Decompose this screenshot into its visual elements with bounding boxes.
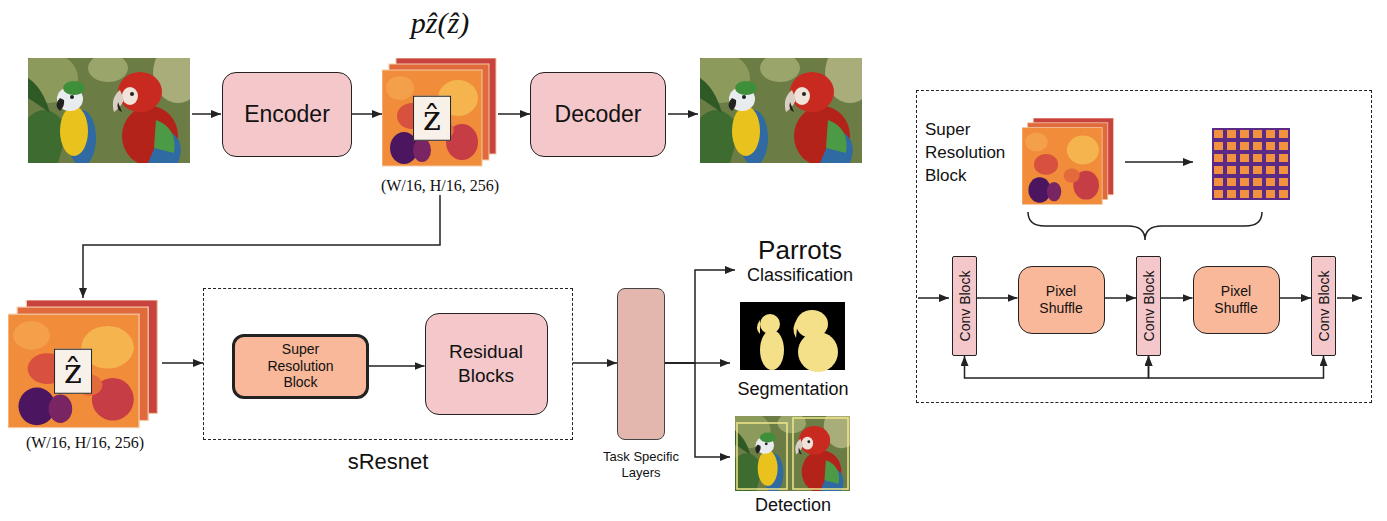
flow-arrow — [1125, 161, 1193, 163]
block-label: Residual Blocks — [438, 340, 535, 388]
segmentation-mask — [740, 302, 845, 372]
flow-connector — [498, 113, 530, 115]
segmentation-mask — [757, 320, 760, 334]
flow-connector — [83, 195, 440, 298]
block-label: Encoder — [244, 101, 330, 128]
detection-image — [737, 423, 787, 489]
flow-connector — [965, 356, 1149, 378]
detection-image — [728, 405, 859, 493]
conv-block: Conv Block — [952, 256, 977, 356]
latent-tensor: ẑ (W/16, H/16, 256) — [382, 55, 498, 195]
flow-connector — [352, 113, 382, 115]
flow-connector — [1280, 297, 1312, 299]
output-item: Detection — [730, 414, 856, 516]
flow-connector — [665, 270, 735, 363]
block-label: Pixel Shuffle — [1029, 283, 1094, 318]
output-label: Classification — [747, 265, 853, 286]
flow-arrow — [1337, 297, 1362, 299]
segmentation-mask — [760, 330, 784, 370]
class-name: Parrots — [758, 236, 842, 266]
shuffled-image — [1212, 128, 1290, 200]
tensor-shape: (W/16, H/16, 256) — [381, 177, 499, 195]
conv-block: Conv Block — [1136, 256, 1161, 356]
panel-title: Super Resolution Block — [925, 119, 1017, 188]
flow-connector — [665, 363, 730, 457]
encoder-box: Encoder — [222, 72, 352, 157]
flow-connector — [977, 297, 1018, 299]
block-label: Super Resolution Block — [255, 341, 346, 391]
latent-tensor: ẑ (W/16, H/16, 256) — [8, 298, 162, 452]
latent-image — [1022, 118, 1113, 204]
input-image — [18, 43, 203, 166]
detection-image — [793, 418, 848, 489]
latent-symbol: ẑ — [54, 349, 92, 394]
latent-image — [8, 300, 157, 428]
super-resolution-box: Super Resolution Block — [232, 334, 369, 399]
flow-connector — [162, 362, 203, 364]
flow-connector — [1105, 297, 1137, 299]
block-label: Decoder — [555, 101, 642, 128]
residual-box: Residual Blocks — [425, 313, 548, 415]
block-label: Pixel Shuffle — [1204, 283, 1269, 318]
block-detail-panel: Super Resolution BlockConv Block Pixel Sh… — [916, 90, 1372, 403]
output-item: ParrotsClassification — [735, 230, 865, 292]
segmentation-mask — [798, 332, 838, 372]
flow-arrow — [918, 297, 949, 299]
flow-arrow — [192, 113, 221, 115]
latent-symbol: ẑ — [413, 96, 451, 141]
brace — [1028, 212, 1262, 240]
group-title: sResnet — [348, 449, 429, 475]
output-label: Segmentation — [737, 379, 848, 400]
segmentation-mask — [793, 318, 798, 338]
pixel-shuffle-box: Pixel Shuffle — [1193, 266, 1280, 334]
network-group: sResnetSuper Resolution BlockResidual Bl… — [203, 288, 573, 440]
latent-image — [382, 58, 496, 166]
flow-arrow — [668, 113, 698, 115]
output-item: Segmentation — [730, 300, 856, 400]
flow-connector — [573, 362, 617, 364]
task-layer-bar: Task Specific Layers — [617, 288, 665, 440]
output-image — [690, 43, 875, 166]
output-label: Detection — [755, 495, 831, 516]
conv-block: Conv Block — [1311, 256, 1336, 356]
tensor-shape: (W/16, H/16, 256) — [26, 434, 144, 452]
flow-connector — [1149, 356, 1324, 378]
flow-connector — [369, 365, 425, 367]
block-label: Conv Block — [1316, 271, 1332, 342]
detection-image — [728, 405, 859, 493]
block-label: Conv Block — [1141, 271, 1157, 342]
probability-label: pẑ(ẑ) — [411, 6, 469, 40]
pixel-shuffle-box: Pixel Shuffle — [1018, 266, 1105, 334]
flow-connector — [1161, 297, 1193, 299]
decoder-box: Decoder — [530, 72, 666, 157]
block-label: Conv Block — [957, 271, 973, 342]
bar-label: Task Specific Layers — [586, 449, 696, 482]
